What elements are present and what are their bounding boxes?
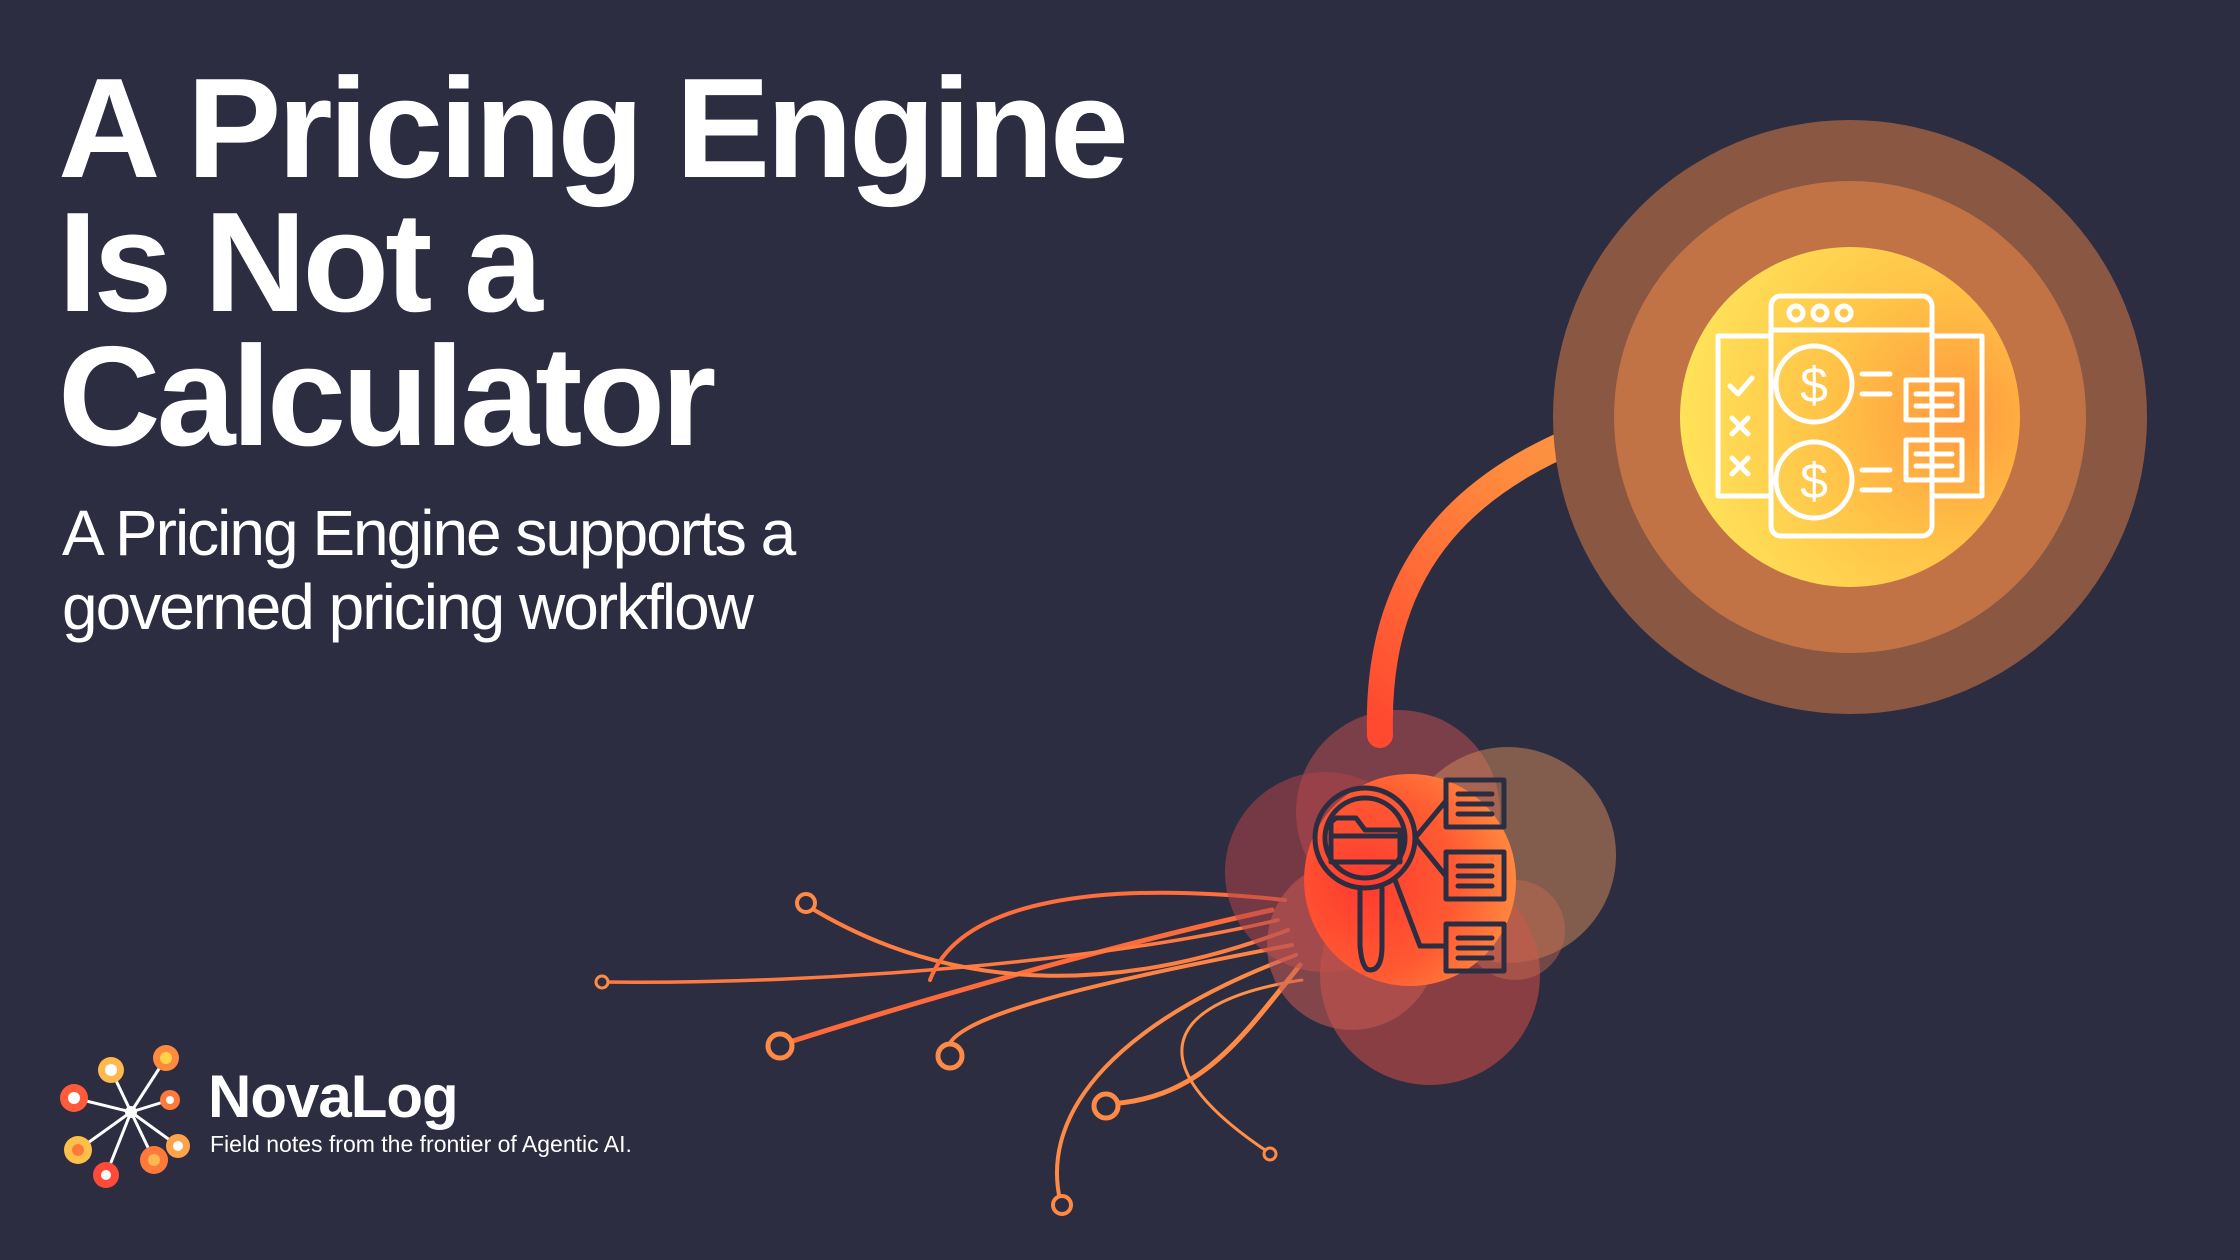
network-node-icon <box>60 1045 190 1188</box>
tendril-endpoint <box>1262 1146 1278 1162</box>
title-line-1: A Pricing Engine <box>58 49 1129 208</box>
tendril-endpoint <box>1091 1091 1121 1121</box>
brand-name: NovaLog <box>208 1063 459 1130</box>
subtitle-line-2: governed pricing workflow <box>62 571 754 643</box>
tendril-endpoint <box>594 974 610 990</box>
svg-text:$: $ <box>1800 357 1828 413</box>
pricing-dashboard-icon: $ $ <box>1715 293 1985 539</box>
title-line-2: Is Not a <box>58 183 543 342</box>
page-title: A Pricing Engine Is Not a Calculator <box>58 49 1129 476</box>
tendril-line <box>1055 953 1298 1202</box>
tendril-line <box>1103 962 1303 1107</box>
tendril-endpoint <box>765 1031 795 1061</box>
tendril-line <box>945 943 1294 1055</box>
target-node: $ $ <box>1553 120 2147 714</box>
tendril-line <box>600 918 1280 984</box>
tendril-line <box>777 907 1275 1048</box>
folder-search-tree-icon <box>1312 777 1507 974</box>
subtitle-line-1: A Pricing Engine supports a <box>62 497 796 569</box>
title-line-3: Calculator <box>58 317 716 476</box>
tendril-endpoint <box>795 892 817 914</box>
source-node <box>1304 774 1516 986</box>
tendrils <box>600 890 1304 1202</box>
tendril-line <box>928 890 1287 982</box>
tendril-endpoints <box>594 892 1278 1216</box>
tendril-endpoint <box>935 1041 965 1071</box>
brand-tagline: Field notes from the frontier of Agentic… <box>210 1131 632 1157</box>
subtitle: A Pricing Engine supports a governed pri… <box>62 496 796 644</box>
svg-text:$: $ <box>1800 453 1828 509</box>
tendril-line <box>804 903 1290 978</box>
tendril-line <box>1180 978 1304 1154</box>
tendril-endpoint <box>1051 1194 1073 1216</box>
